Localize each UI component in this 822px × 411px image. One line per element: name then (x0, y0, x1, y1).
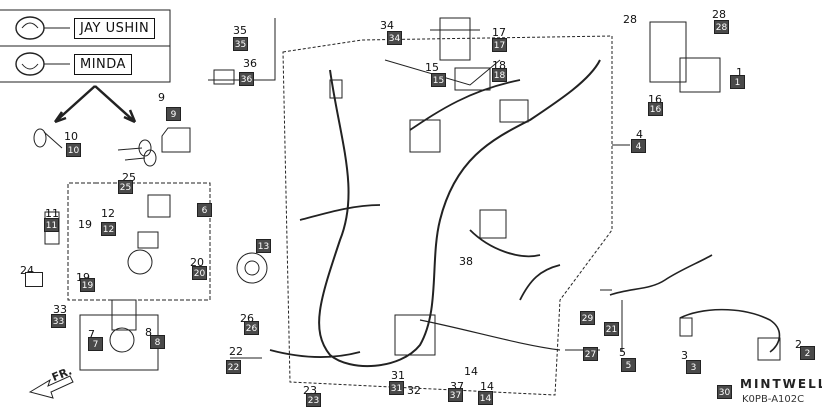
callout-37: 37 (450, 380, 464, 393)
part-box-28: 28 (714, 20, 729, 34)
horn-unit (236, 252, 268, 284)
callout-33: 33 (53, 303, 67, 316)
callout-19b: 19 (76, 272, 90, 283)
part-box-7: 7 (88, 337, 103, 351)
harness-frame (282, 35, 613, 396)
callout-23: 23 (303, 384, 317, 397)
part-box-10: 10 (66, 143, 81, 157)
callout-7: 7 (88, 328, 95, 341)
part-box-21: 21 (604, 322, 619, 336)
part-box-33: 33 (51, 314, 66, 328)
part-box-8: 8 (150, 335, 165, 349)
key-icon (15, 52, 45, 76)
part-box-27: 27 (583, 347, 598, 361)
ecu-unit (649, 21, 687, 83)
callout-34: 34 (380, 19, 394, 32)
part-box-6: 6 (197, 203, 212, 217)
callout-3: 3 (681, 349, 688, 362)
part-box-20: 20 (192, 266, 207, 280)
callout-14a: 14 (464, 365, 478, 378)
part-box-36: 36 (239, 72, 254, 86)
callout-15: 15 (425, 61, 439, 74)
part-box-23: 23 (306, 393, 321, 407)
part-box-3: 3 (686, 360, 701, 374)
part-box-26: 26 (244, 321, 259, 335)
part-box-2: 2 (800, 346, 815, 360)
callout-20: 20 (190, 256, 204, 269)
front-direction-arrow (28, 375, 74, 399)
callout-18: 18 (492, 59, 506, 72)
part-box-16: 16 (648, 102, 663, 116)
callout-14b: 14 (480, 380, 494, 393)
diagram-code: K0PB-A102C (742, 394, 805, 405)
callout-10: 10 (64, 130, 78, 143)
part-box-34: 34 (387, 31, 402, 45)
callout-36: 36 (243, 57, 257, 70)
ignition-switch-part (161, 127, 191, 153)
part-box-22: 22 (226, 360, 241, 374)
part-box-13: 13 (256, 239, 271, 253)
callout-1: 1 (736, 66, 743, 79)
main-harness-cable (318, 59, 601, 368)
part-box-9: 9 (166, 107, 181, 121)
part-box-31: 31 (389, 381, 404, 395)
part-box-5: 5 (621, 358, 636, 372)
key-icon (15, 16, 45, 40)
part-box-18: 18 (492, 68, 507, 82)
watermark-logo: MINTWELL (740, 377, 822, 391)
brand-label-minda: MINDA (74, 54, 132, 75)
callout-31: 31 (391, 369, 405, 382)
part-box-14: 14 (478, 391, 493, 405)
part-box-4: 4 (631, 139, 646, 153)
part-box-37: 37 (448, 388, 463, 402)
callout-19a: 19 (78, 218, 92, 231)
callout-38: 38 (459, 255, 473, 268)
callout-9: 9 (158, 91, 165, 104)
callout-4: 4 (636, 128, 643, 141)
empty-part-box (25, 272, 43, 287)
part-box-29: 29 (580, 311, 595, 325)
callout-32: 32 (407, 384, 421, 397)
part-box-15: 15 (431, 73, 446, 87)
part-box-30: 30 (717, 385, 732, 399)
part-box-12: 12 (101, 222, 116, 236)
lock-group-frame (67, 182, 211, 301)
callout-8: 8 (145, 326, 152, 339)
callout-25: 25 (122, 171, 136, 184)
part-box-25: 25 (118, 180, 133, 194)
callout-22: 22 (229, 345, 243, 358)
part-box-1: 1 (730, 75, 745, 89)
callout-11: 11 (45, 207, 59, 220)
part-box-19: 19 (80, 278, 95, 292)
callout-24: 24 (20, 264, 34, 277)
callout-26: 26 (240, 312, 254, 325)
callout-17: 17 (492, 26, 506, 39)
callout-2: 2 (795, 338, 802, 351)
part-box-35: 35 (233, 37, 248, 51)
callout-28a: 28 (623, 13, 637, 26)
part-box-11: 11 (44, 218, 59, 232)
brand-label-jay-ushin: JAY USHIN (74, 18, 156, 39)
callout-35: 35 (233, 24, 247, 37)
callout-5: 5 (619, 346, 626, 359)
callout-16: 16 (648, 93, 662, 106)
callout-12: 12 (101, 207, 115, 220)
callout-28b: 28 (712, 8, 726, 21)
part-box-17: 17 (492, 38, 507, 52)
